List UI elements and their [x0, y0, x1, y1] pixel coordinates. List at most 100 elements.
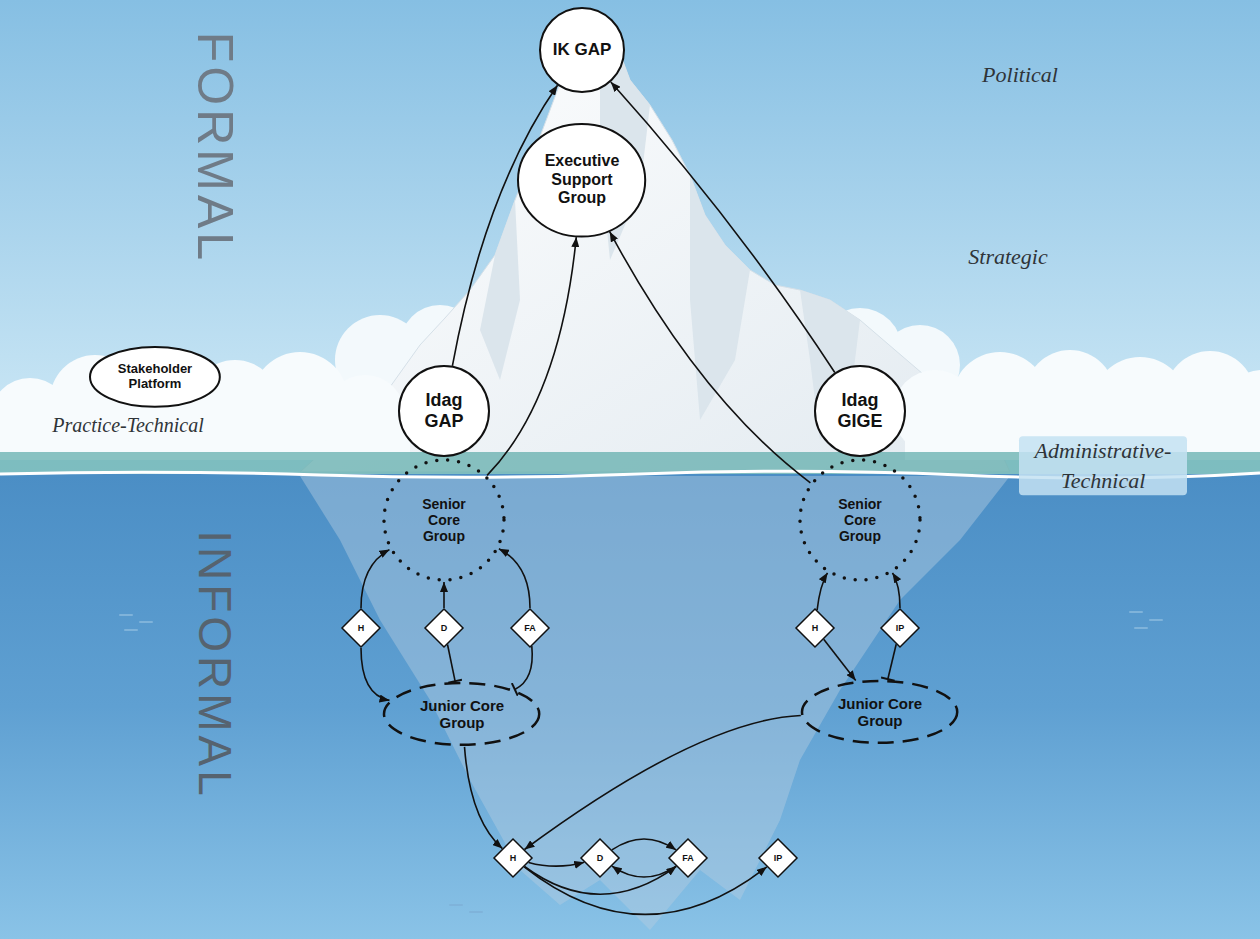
- tier-label: Practice-Technical: [52, 412, 203, 439]
- decision-diamond: FA: [668, 838, 708, 878]
- tier-label: Strategic: [968, 242, 1047, 272]
- circle-node: IK GAP: [539, 7, 625, 93]
- node-text-box: Executive Support Group: [517, 123, 646, 238]
- node-shape: [518, 124, 645, 237]
- node-text-box: Junior Core Group: [800, 679, 959, 745]
- node-label: IP: [774, 853, 783, 863]
- node-text-box: Junior Core Group: [382, 681, 541, 747]
- connector: [610, 232, 811, 483]
- node-shape: [342, 609, 380, 647]
- tier-label: Administrative-Technical: [1019, 436, 1187, 495]
- fish-mark: [470, 911, 482, 913]
- node-label: H: [510, 853, 517, 863]
- node-text-box: Senior Core Group: [798, 458, 922, 582]
- connector: [443, 582, 445, 608]
- fish-mark: [450, 904, 462, 906]
- node-shape: [802, 681, 957, 743]
- node-text-box: Senior Core Group: [382, 458, 506, 582]
- sky: [0, 0, 1260, 474]
- node-text-box: Stakeholder Platform: [89, 346, 221, 408]
- decision-diamond: H: [341, 608, 381, 648]
- connector: [888, 644, 896, 679]
- node-shape: [815, 366, 905, 456]
- connector: [893, 573, 901, 608]
- fish-mark: [1130, 611, 1142, 613]
- dashed-group: Junior Core Group: [382, 681, 541, 747]
- node-text-box: H: [795, 608, 835, 648]
- dotted-group: Senior Core Group: [382, 458, 506, 582]
- node-shape: [384, 460, 504, 580]
- connector: [524, 867, 767, 915]
- node-text-box: H: [493, 838, 533, 878]
- connector: [611, 82, 835, 373]
- cloud: [325, 375, 405, 455]
- decision-diamond: D: [580, 838, 620, 878]
- connector: [515, 646, 532, 689]
- tier-label: Political: [982, 60, 1058, 90]
- node-label: IK GAP: [553, 40, 612, 60]
- node-shape: [494, 839, 532, 877]
- decision-diamond: H: [493, 838, 533, 878]
- node-text-box: Idag GIGE: [814, 365, 906, 457]
- fish-mark: [140, 621, 152, 623]
- node-shape: [511, 609, 549, 647]
- node-text-box: D: [580, 838, 620, 878]
- node-shape: [800, 460, 920, 580]
- node-label: Stakeholder Platform: [118, 362, 192, 392]
- zone-label: FORMAL: [190, 32, 240, 264]
- connector: [824, 639, 856, 680]
- node-label: Senior Core Group: [422, 496, 466, 544]
- zone-label: INFORMAL: [192, 530, 238, 800]
- node-text-box: IK GAP: [539, 7, 625, 93]
- node-label: Idag GIGE: [838, 390, 883, 431]
- node-text-box: H: [341, 608, 381, 648]
- iceberg-below-water: [300, 476, 1010, 930]
- decision-diamond: IP: [758, 838, 798, 878]
- node-shape: [399, 366, 489, 456]
- fish-mark: [1150, 619, 1162, 621]
- node-text-box: FA: [510, 608, 550, 648]
- fish-marks: [120, 612, 1162, 912]
- node-label: FA: [682, 853, 694, 863]
- ice-facet: [480, 200, 520, 380]
- node-label: Senior Core Group: [838, 496, 882, 544]
- node-shape: [669, 839, 707, 877]
- node-shape: [540, 8, 624, 92]
- node-text-box: IP: [758, 838, 798, 878]
- decision-diamond: H: [795, 608, 835, 648]
- node-label: D: [597, 853, 604, 863]
- node-label: Executive Support Group: [545, 152, 620, 207]
- dotted-group: Senior Core Group: [798, 458, 922, 582]
- fish-mark: [1135, 627, 1147, 629]
- connector: [361, 550, 390, 608]
- node-label: H: [812, 623, 819, 633]
- fish-mark: [120, 614, 132, 616]
- fish-mark: [125, 629, 137, 631]
- node-text-box: Idag GAP: [398, 365, 490, 457]
- node-text-box: D: [424, 608, 464, 648]
- node-shape: [90, 347, 220, 407]
- node-shape: [796, 609, 834, 647]
- dashed-group: Junior Core Group: [800, 679, 959, 745]
- water: [0, 474, 1260, 939]
- node-shape: [425, 609, 463, 647]
- node-label: D: [441, 623, 448, 633]
- ellipse-node: Executive Support Group: [517, 123, 646, 238]
- node-label: FA: [524, 623, 536, 633]
- circle-node: Idag GIGE: [814, 365, 906, 457]
- decision-diamond: D: [424, 608, 464, 648]
- node-text-box: IP: [880, 608, 920, 648]
- node-shape: [581, 839, 619, 877]
- node-label: Junior Core Group: [837, 695, 922, 730]
- node-label: IP: [896, 623, 905, 633]
- connector: [487, 237, 576, 475]
- circle-node: Idag GAP: [398, 365, 490, 457]
- ellipse-node: Stakeholder Platform: [89, 346, 221, 408]
- node-shape: [384, 683, 539, 745]
- node-text-box: FA: [668, 838, 708, 878]
- connector: [529, 862, 585, 866]
- connector: [361, 648, 390, 700]
- connector: [817, 573, 827, 610]
- connector: [525, 716, 801, 850]
